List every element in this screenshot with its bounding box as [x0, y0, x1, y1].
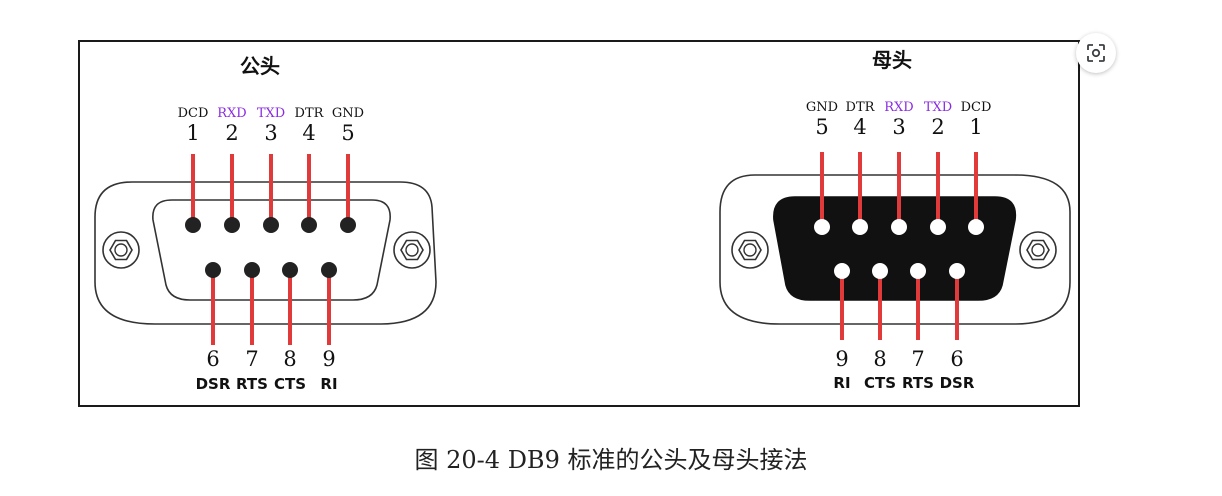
female-connector [719, 174, 1071, 325]
male-pin-1-signal-label: DCD [178, 106, 209, 121]
female-pin-2-signal-label: TXD [924, 100, 952, 115]
male-pin-3-signal-label: TXD [257, 106, 285, 121]
male-pin-9-contact [321, 262, 337, 278]
male-pin-9-signal-label: RI [320, 375, 337, 393]
female-left-screw-icon [731, 231, 769, 269]
male-pin-5-signal-label: GND [332, 106, 364, 121]
db9-diagram: 公头 母头 DCD1RXD2TXD3DTR4GND56DSR7RTS8CTS9R… [94, 48, 1071, 393]
male-pin-2-number: 2 [225, 121, 238, 145]
female-pin-4-signal-label: DTR [846, 100, 876, 115]
female-pin-1-contact [968, 219, 984, 235]
male-pin-5-number: 5 [341, 121, 354, 145]
male-pin-3-contact [263, 217, 279, 233]
female-right-screw-icon [1019, 231, 1057, 269]
male-pin-8-contact [282, 262, 298, 278]
male-pin-7-contact [244, 262, 260, 278]
female-pin-5-contact [814, 219, 830, 235]
female-title: 母头 [872, 48, 912, 72]
male-pin-4-contact [301, 217, 317, 233]
female-pin-7-signal-label: RTS [902, 374, 934, 392]
male-left-screw-icon [102, 231, 140, 269]
pins-layer: DCD1RXD2TXD3DTR4GND56DSR7RTS8CTS9RIGND5D… [178, 100, 992, 393]
male-pin-6-contact [205, 262, 221, 278]
figure-caption: 图 20-4 DB9 标准的公头及母头接法 [414, 446, 808, 474]
female-pin-1-signal-label: DCD [961, 100, 992, 115]
male-pin-7-signal-label: RTS [236, 375, 268, 393]
female-pin-9-number: 9 [835, 347, 848, 371]
lens-search-icon [1087, 44, 1105, 62]
female-pin-8-contact [872, 263, 888, 279]
female-pin-5-number: 5 [815, 115, 828, 139]
female-pin-9-signal-label: RI [833, 374, 850, 392]
female-pin-6-number: 6 [950, 347, 963, 371]
female-pin-4-contact [852, 219, 868, 235]
female-pin-3-signal-label: RXD [884, 100, 913, 115]
male-right-screw-icon [393, 231, 431, 269]
male-pin-2-contact [224, 217, 240, 233]
male-pin-8-number: 8 [283, 347, 296, 371]
female-pin-9-contact [834, 263, 850, 279]
male-pin-1-number: 1 [186, 121, 199, 145]
male-pin-2-signal-label: RXD [217, 106, 246, 121]
male-title: 公头 [240, 54, 280, 78]
male-connector [94, 181, 437, 325]
female-pin-4-number: 4 [853, 115, 866, 139]
female-pin-7-contact [910, 263, 926, 279]
female-pin-6-signal-label: DSR [940, 374, 975, 392]
female-pin-8-signal-label: CTS [864, 374, 896, 392]
female-pin-1-number: 1 [969, 115, 982, 139]
female-inner-shell [773, 196, 1017, 301]
female-pin-2-contact [930, 219, 946, 235]
male-pin-5-contact [340, 217, 356, 233]
male-pin-9-number: 9 [322, 347, 335, 371]
female-pin-8-number: 8 [873, 347, 886, 371]
female-pin-7-number: 7 [911, 347, 924, 371]
female-pin-3-contact [891, 219, 907, 235]
male-pin-6-signal-label: DSR [196, 375, 231, 393]
female-pin-5-signal-label: GND [806, 100, 838, 115]
male-pin-4-signal-label: DTR [295, 106, 325, 121]
female-pin-3-number: 3 [892, 115, 905, 139]
female-pin-2-number: 2 [931, 115, 944, 139]
male-pin-6-number: 6 [206, 347, 219, 371]
male-pin-1-contact [185, 217, 201, 233]
lens-search-button[interactable] [1076, 33, 1116, 73]
female-pin-6-contact [949, 263, 965, 279]
male-pin-8-signal-label: CTS [274, 375, 306, 393]
male-pin-3-number: 3 [264, 121, 277, 145]
male-pin-4-number: 4 [302, 121, 315, 145]
male-pin-7-number: 7 [245, 347, 258, 371]
